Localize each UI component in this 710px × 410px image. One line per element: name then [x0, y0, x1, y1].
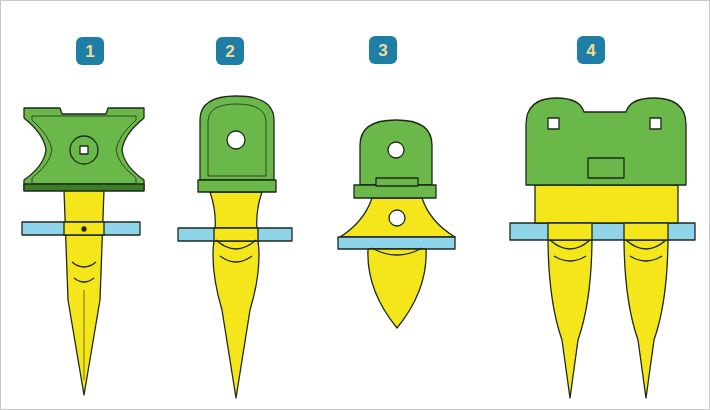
guard-one [22, 108, 144, 395]
callout-number: 4 [586, 42, 595, 59]
callout-badge: 3 [369, 36, 397, 64]
callout-number: 1 [85, 43, 94, 60]
callout-badge: 2 [216, 37, 244, 65]
callout-badge: 4 [577, 36, 605, 64]
callout-badge: 1 [76, 37, 104, 65]
guard-three [338, 120, 455, 328]
callout-number: 2 [225, 43, 234, 60]
callout-number: 3 [378, 42, 387, 59]
guard-two [178, 96, 292, 398]
guard-four [510, 98, 695, 398]
